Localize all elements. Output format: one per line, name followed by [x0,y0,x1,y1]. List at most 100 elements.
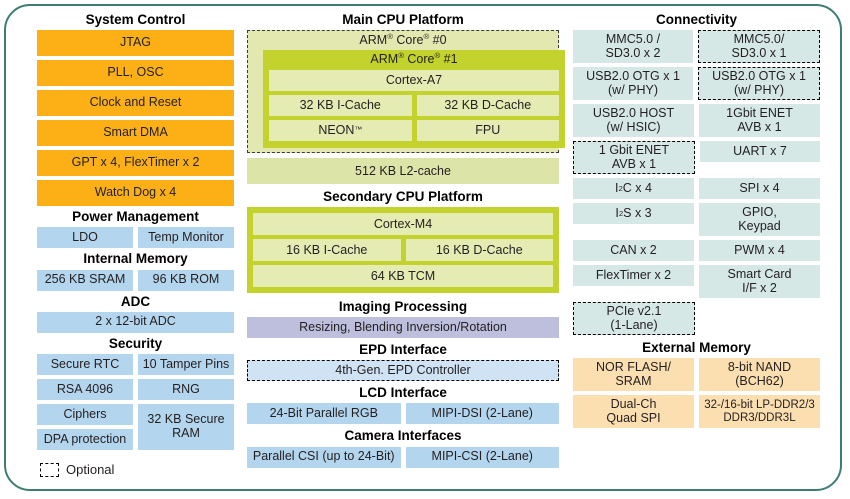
block-parallel-csi[interactable]: Parallel CSI (up to 24-Bit) [247,446,401,468]
block-secure-rtc[interactable]: Secure RTC [37,353,133,375]
block-rng[interactable]: RNG [138,378,234,400]
security-grid: Secure RTC RSA 4096 Ciphers DPA protecti… [37,353,234,450]
block-epd-controller[interactable]: 4th-Gen. EPD Controller [247,360,559,382]
diagram-outer-frame [4,4,842,491]
section-title-epd: EPD Interface [359,342,447,358]
row-watch-dog: Watch Dog x 4 [37,180,234,207]
section-title-external-memory: External Memory [642,340,751,356]
security-right-col: 10 Tamper Pins RNG 32 KB Secure RAM [138,353,234,450]
section-title-security: Security [108,335,163,351]
section-title-main-cpu: Main CPU Platform [342,12,464,27]
row-clock-reset: Clock and Reset [37,90,234,117]
row-lcd: 24-Bit Parallel RGB MIPI-DSI (2-Lane) [247,403,559,425]
block-connectivity-item[interactable]: USB2.0 OTG x 1(w/ PHY) [698,67,820,101]
legend-label: Optional [66,462,115,477]
block-cortex-m4[interactable]: Cortex-M4 [253,212,553,235]
row-tcm: 64 KB TCM [253,264,553,287]
section-title-internal-memory: Internal Memory [83,251,188,267]
block-parallel-rgb[interactable]: 24-Bit Parallel RGB [247,403,401,425]
block-a7-dcache[interactable]: 32 KB D-Cache [416,94,559,116]
block-arm-core-1[interactable]: ARM® Core® #1 Cortex-A7 32 KB I-Cache 32… [263,49,565,148]
block-dpa-protection[interactable]: DPA protection [37,428,133,450]
block-ciphers[interactable]: Ciphers [37,403,133,425]
dashed-box-icon [40,462,59,477]
row-internal-memory: 256 KB SRAM 96 KB ROM [37,269,234,291]
block-secure-ram[interactable]: 32 KB Secure RAM [138,403,234,450]
block-smart-dma[interactable]: Smart DMA [37,120,234,147]
block-m4-dcache[interactable]: 16 KB D-Cache [405,238,553,261]
block-watch-dog[interactable]: Watch Dog x 4 [37,180,234,207]
security-left-col: Secure RTC RSA 4096 Ciphers DPA protecti… [37,353,133,450]
block-connectivity-item[interactable]: CAN x 2 [573,240,694,262]
block-mipi-csi[interactable]: MIPI-CSI (2-Lane) [405,446,559,468]
block-connectivity-item[interactable]: GPIO,Keypad [699,203,820,237]
block-gpt-flextimer[interactable]: GPT x 4, FlexTimer x 2 [37,150,234,177]
block-mipi-dsi[interactable]: MIPI-DSI (2-Lane) [405,403,559,425]
block-fpu[interactable]: FPU [416,119,559,141]
block-connectivity-empty [700,302,820,323]
section-title-imaging: Imaging Processing [338,298,468,314]
block-l2-cache[interactable]: 512 KB L2-cache [247,157,559,184]
block-pll-osc[interactable]: PLL, OSC [37,60,234,87]
block-connectivity-item[interactable]: USB2.0 OTG x 1(w/ PHY) [573,67,693,101]
row-epd: 4th-Gen. EPD Controller [247,360,559,382]
section-title-adc: ADC [120,293,151,309]
block-connectivity-item[interactable]: PWM x 4 [699,240,820,262]
block-tamper-pins[interactable]: 10 Tamper Pins [138,353,234,375]
section-title-system-control: System Control [85,12,186,27]
block-cortex-a7[interactable]: Cortex-A7 [269,69,559,91]
block-arm-core-0[interactable]: ARM® Core® #0 ARM® Core® #1 Cortex-A7 32… [247,30,565,153]
block-imaging-processing[interactable]: Resizing, Blending Inversion/Rotation [247,317,559,339]
block-sram[interactable]: 256 KB SRAM [37,269,133,291]
block-secondary-cpu-container[interactable]: Cortex-M4 16 KB I-Cache 16 KB D-Cache 64… [247,206,559,293]
row-smart-dma: Smart DMA [37,120,234,147]
block-external-memory-item[interactable]: NOR FLASH/SRAM [573,358,694,392]
connectivity-row: PCIe v2.1(1-Lane) [573,302,820,336]
section-title-connectivity: Connectivity [655,12,737,27]
block-connectivity-item[interactable]: USB2.0 HOST(w/ HSIC) [573,104,694,138]
block-clock-and-reset[interactable]: Clock and Reset [37,90,234,117]
block-external-memory-item[interactable]: 8-bit NAND(BCH62) [699,358,820,392]
block-tcm[interactable]: 64 KB TCM [253,264,553,287]
section-title-power-management: Power Management [72,209,199,225]
block-connectivity-item[interactable]: PCIe v2.1(1-Lane) [573,302,695,336]
row-camera: Parallel CSI (up to 24-Bit) MIPI-CSI (2-… [247,446,559,468]
block-connectivity-item[interactable]: MMC5.0 /SD3.0 x 2 [573,30,693,64]
block-connectivity-item[interactable]: FlexTimer x 2 [573,265,694,287]
block-rsa-4096[interactable]: RSA 4096 [37,378,133,400]
block-adc[interactable]: 2 x 12-bit ADC [37,311,234,333]
block-ldo[interactable]: LDO [37,227,133,249]
block-jtag[interactable]: JTAG [37,30,234,57]
section-title-secondary-cpu: Secondary CPU Platform [323,188,483,204]
block-rom[interactable]: 96 KB ROM [138,269,234,291]
row-imaging: Resizing, Blending Inversion/Rotation [247,317,559,339]
row-power-management: LDO Temp Monitor [37,227,234,249]
block-connectivity-item[interactable]: UART x 7 [700,141,820,163]
block-connectivity-item[interactable]: SPI x 4 [699,178,820,200]
row-jtag: JTAG [37,30,234,57]
block-temp-monitor[interactable]: Temp Monitor [138,227,234,249]
block-m4-icache[interactable]: 16 KB I-Cache [253,238,401,261]
block-connectivity-item[interactable]: MMC5.0/SD3.0 x 1 [698,30,820,64]
block-a7-icache[interactable]: 32 KB I-Cache [269,94,412,116]
